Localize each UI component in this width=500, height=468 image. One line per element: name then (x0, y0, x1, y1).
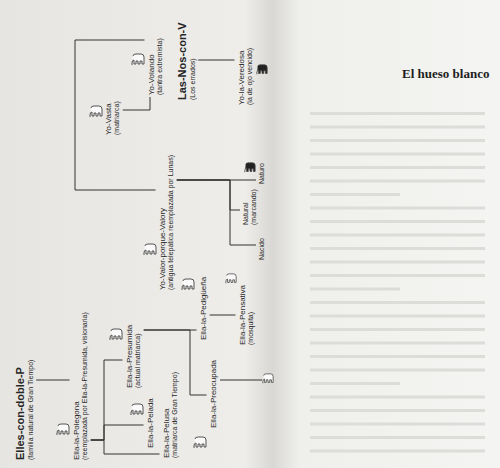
member-name: Nacido (258, 238, 266, 260)
body-text-line (310, 436, 485, 439)
member-name: Ella-la-Polegona (72, 312, 81, 460)
elephant-icon (131, 404, 143, 415)
member-name: Yo-la-Veredosa (237, 48, 246, 105)
tree-line (75, 40, 156, 190)
member-name: Las-Nos-con-V (176, 22, 189, 100)
member-note: (mosquita) (247, 285, 255, 345)
family-member: Yo-Volando(tantra extremista) (147, 38, 164, 95)
member-note: (marcando) (250, 189, 258, 225)
body-text-line (310, 112, 485, 115)
member-name: Ella-la-Pedigüeña (199, 277, 208, 340)
body-text-line (310, 261, 485, 264)
member-note: (reemplazada por Ella-la-Presumida, visi… (81, 312, 89, 460)
body-text-line (310, 247, 485, 250)
body-text-line (310, 153, 485, 156)
body-text-line (310, 166, 485, 169)
body-text-line (310, 220, 485, 223)
family-member: Yo-Vasta(matriarca) (104, 101, 121, 135)
family-member: Nacido (258, 238, 266, 260)
family-member: Ella-la-Pensativa(mosquita) (238, 285, 255, 345)
member-name: Ella-la-Pensativa (238, 285, 247, 345)
member-note: (familia natural de Gran Tiempo) (26, 360, 34, 460)
elephant-icon (144, 244, 156, 255)
member-name: Ella-la-Preocupada (209, 360, 218, 428)
body-text-line (310, 207, 485, 210)
body-text-texture (310, 112, 485, 453)
family-member: Yo-Valor-porque-Valory(antigua telepátic… (158, 155, 175, 290)
tree-line-stub (220, 380, 262, 381)
family-member: Ella-la-Preocupada (209, 360, 218, 428)
member-note: (la de ojo vencido) (246, 48, 254, 105)
member-note: (matriarca de Gran Tiempo) (171, 372, 179, 458)
family-member: Las-Nos-con-V(Los errados) (176, 22, 197, 100)
elephant-icon (245, 163, 255, 172)
elephant-icon (132, 54, 144, 65)
elephant-icon (57, 424, 69, 435)
body-text-line (310, 274, 485, 277)
member-name: Ella-la-Presumida (125, 325, 134, 388)
body-text-line (310, 234, 485, 237)
family-member: Ella-la-Polegona(reemplazada por Ella-la… (72, 312, 89, 460)
elephant-icon (194, 437, 206, 448)
member-name: Ella-la-Pelada (146, 398, 155, 448)
family-member: Ella-la-Pelada (146, 398, 155, 448)
family-member: Natural(marcando) (242, 189, 258, 225)
member-name: Elles-con-doble-P (14, 360, 27, 460)
body-text-line (310, 396, 485, 399)
tree-line (91, 360, 123, 440)
tree-line (36, 380, 69, 381)
body-text-line (310, 328, 485, 331)
left-page (0, 0, 272, 468)
member-name: Yo-Volando (147, 38, 156, 95)
elephant-icon (226, 274, 236, 283)
right-page (272, 0, 500, 468)
body-text-line (310, 139, 485, 142)
member-note: (Los errados) (188, 22, 196, 100)
tree-line (123, 97, 150, 110)
member-name: Naturo (258, 163, 266, 184)
body-text-line (310, 369, 485, 372)
family-member: Naturo (258, 163, 266, 184)
body-text-line (310, 193, 400, 196)
family-member: Ella-la-Pedigüeña (199, 277, 208, 340)
family-member: Yo-la-Veredosa(la de ojo vencido) (237, 48, 254, 105)
member-name: Natural (242, 189, 250, 225)
elephant-icons (57, 54, 273, 448)
elephant-icon (263, 374, 273, 383)
elephant-icon (257, 65, 267, 74)
body-text-line (310, 423, 485, 426)
body-text-line (310, 126, 485, 129)
member-note: (actual matriarca) (134, 325, 142, 388)
tree-line (198, 60, 234, 61)
member-note: (matriarca) (113, 101, 121, 135)
elephant-icon (182, 279, 194, 290)
tree-line (177, 180, 240, 210)
body-text-line (310, 409, 485, 412)
body-text-line (310, 315, 485, 318)
family-member: Ella-la-Presumida(actual matriarca) (125, 325, 142, 388)
member-name: Yo-Valor-porque-Valory (158, 155, 167, 290)
body-text-line (310, 288, 400, 291)
body-text-line (310, 342, 485, 345)
member-name: Yo-Vasta (104, 101, 113, 135)
tree-line (91, 425, 144, 440)
body-text-line (310, 355, 485, 358)
body-text-line (310, 382, 400, 385)
member-note: (antigua telepática reemplazada por Luna… (167, 155, 175, 290)
tree-line (177, 180, 256, 245)
member-name: Ella-la-Pelusa (162, 372, 171, 458)
family-member: Ella-la-Pelusa(matriarca de Gran Tiempo) (162, 372, 179, 458)
family-member: Elles-con-doble-P(familia natural de Gra… (14, 360, 35, 460)
member-note: (tantra extremista) (156, 38, 164, 95)
elephant-icon (110, 329, 122, 340)
body-text-line (310, 301, 485, 304)
body-text-line (310, 450, 485, 453)
elephant-icon (90, 106, 102, 117)
body-text-line (310, 180, 485, 183)
tree-line (210, 315, 236, 316)
chapter-title: El hueso blanco (402, 66, 489, 82)
